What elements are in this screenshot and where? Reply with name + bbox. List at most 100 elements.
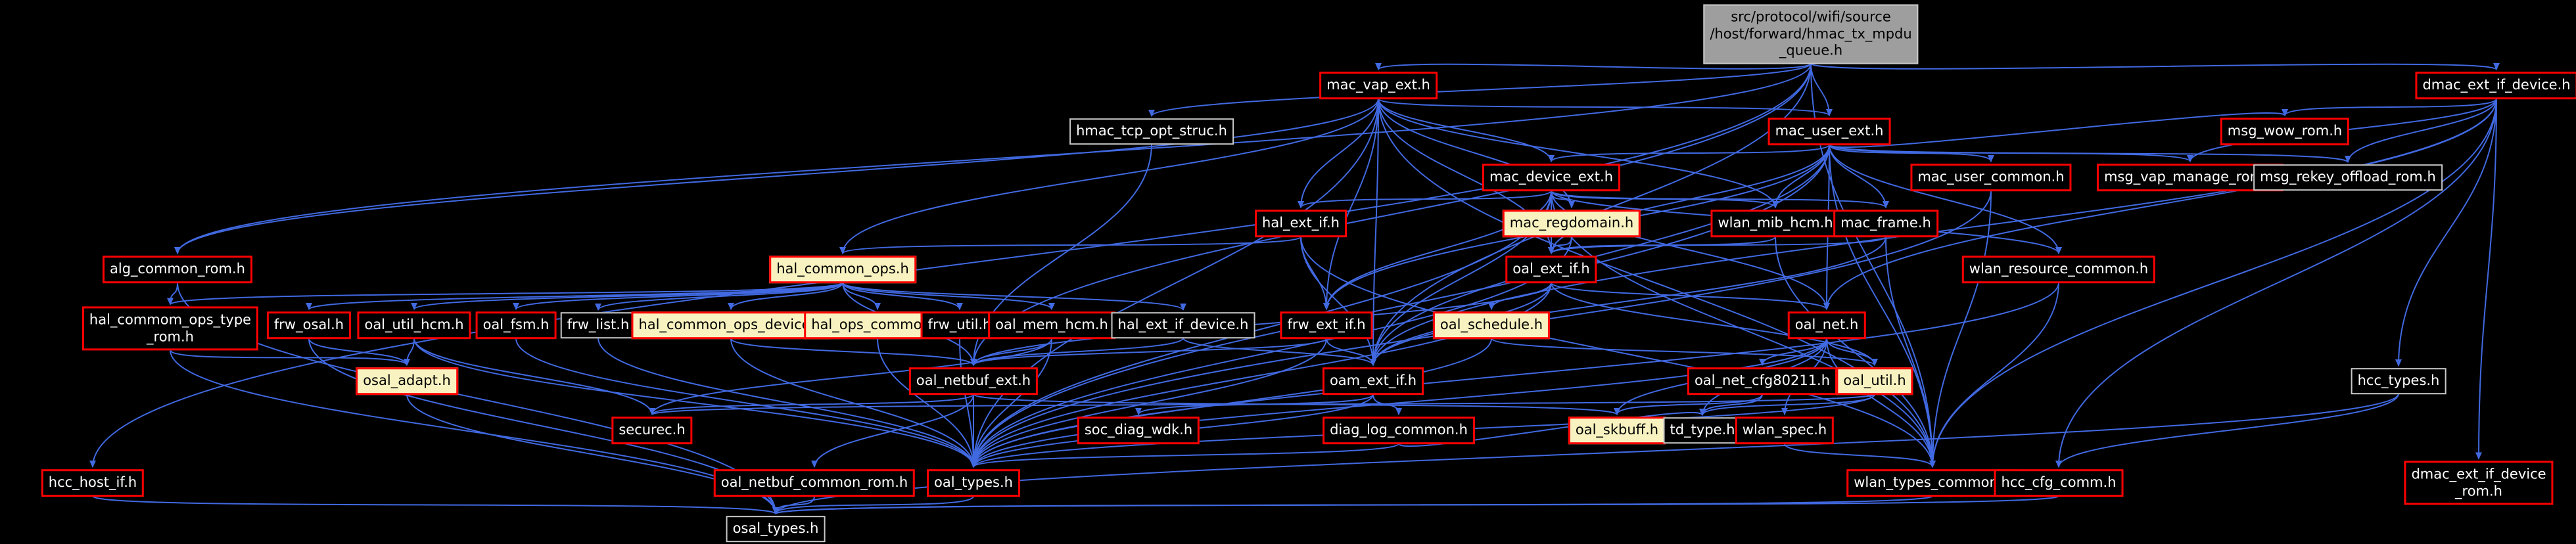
edge-diag_log_common--oal_types [970,443,1399,468]
graph-node-alg_common_rom[interactable]: alg_common_rom.h [103,256,252,283]
edge-hal_ext_if--frw_ext_if [1300,236,1330,310]
edge-mac_device_ext--frw_ext_if [1323,190,1552,310]
edge-dmac_ext_if_device--hcc_types [2395,98,2497,367]
edge-root--oal_netbuf_ext [970,63,1812,366]
graph-node-mac_regdomain[interactable]: mac_regdomain.h [1502,210,1641,237]
edge-mac_vap_ext--oal_types [970,98,1379,468]
graph-node-oal_net_cfg80211[interactable]: oal_net_cfg80211.h [1687,367,1838,395]
graph-node-mac_frame[interactable]: mac_frame.h [1833,210,1938,237]
edge-mac_user_ext--mac_user_common [1829,144,1994,162]
edge-hcc_types--hcc_cfg_comm [2055,393,2399,468]
graph-node-wlan_types_common[interactable]: wlan_types_common.h [1846,469,2019,497]
graph-node-hal_common_ops_device[interactable]: hal_common_ops_device.h [631,311,831,339]
graph-node-hal_commom_ops_type_rom[interactable]: hal_commom_ops_type _rom.h [82,306,259,351]
graph-node-hcc_types[interactable]: hcc_types.h [2351,368,2447,394]
edge-hal_common_ops--oal_util_hcm [411,282,843,310]
graph-node-td_type[interactable]: td_type.h [1663,417,1742,443]
graph-node-hcc_cfg_comm[interactable]: hcc_cfg_comm.h [1994,469,2124,497]
graph-node-msg_vap_manage_rom[interactable]: msg_vap_manage_rom.h [2096,164,2284,191]
edge-hal_common_ops_device--oal_netbuf_ext [730,338,977,366]
graph-node-osal_adapt[interactable]: osal_adapt.h [356,367,458,395]
edge-hal_ext_if--wlan_types_common [1300,236,1936,468]
edge-root--dmac_ext_if_device [1810,62,2500,70]
graph-node-wlan_spec[interactable]: wlan_spec.h [1735,417,1835,444]
edge-mac_user_ext--mac_device_ext [1548,144,1830,162]
graph-node-frw_util[interactable]: frw_util.h [920,311,999,339]
graph-node-frw_list[interactable]: frw_list.h [560,312,636,338]
graph-node-oal_skbuff[interactable]: oal_skbuff.h [1568,417,1666,444]
edge-oal_util_hcm--osal_adapt [404,338,415,366]
graph-node-mac_vap_ext[interactable]: mac_vap_ext.h [1319,72,1438,99]
graph-node-hal_ext_if[interactable]: hal_ext_if.h [1255,210,1347,237]
edge-hal_ext_if_device--oal_netbuf_ext [970,337,1184,366]
graph-node-dmac_ext_if_device[interactable]: dmac_ext_if_device.h [2415,72,2576,99]
edge-oal_ext_if--oal_net [1551,282,1830,310]
edge-oal_net--oal_types [970,338,1827,468]
graph-node-frw_osal[interactable]: frw_osal.h [266,311,352,339]
edge-oal_mem_hcm--securec [649,338,1052,415]
edge-hcc_host_if--osal_types [92,495,779,514]
edge-hal_common_ops--frw_osal [306,282,843,310]
edge-root--hmac_tcp_opt_struc [1148,62,1812,117]
graph-node-oal_netbuf_ext[interactable]: oal_netbuf_ext.h [908,367,1039,395]
edge-hal_commom_ops_type_rom--osal_adapt [170,349,410,366]
graph-node-hal_ext_if_device[interactable]: hal_ext_if_device.h [1111,312,1255,338]
graph-node-oal_fsm[interactable]: oal_fsm.h [475,311,557,339]
edge-oal_net--wlan_types_common [1826,338,1936,468]
edge-hal_common_ops--frw_list [595,282,843,311]
edge-mac_vap_ext--wlan_mib_hcm [1378,98,1779,208]
graph-node-oal_netbuf_common_rom[interactable]: oal_netbuf_common_rom.h [713,469,916,497]
graph-node-oal_util_hcm[interactable]: oal_util_hcm.h [357,311,471,339]
graph-node-osal_types[interactable]: osal_types.h [726,516,826,542]
graph-node-frw_ext_if[interactable]: frw_ext_if.h [1280,311,1373,339]
edge-oal_schedule--oal_util [1491,338,1878,366]
graph-node-mac_device_ext[interactable]: mac_device_ext.h [1482,164,1621,191]
edge-wlan_spec--wlan_types_common [1784,443,1936,468]
edge-oal_schedule--oal_types [970,338,1492,468]
edge-hal_ops_common--oal_types [877,338,977,468]
graph-node-soc_diag_wdk[interactable]: soc_diag_wdk.h [1077,417,1200,444]
graph-node-msg_wow_rom[interactable]: msg_wow_rom.h [2220,118,2350,145]
graph-node-hal_common_ops[interactable]: hal_common_ops.h [769,256,916,283]
graph-node-oam_ext_if[interactable]: oam_ext_if.h [1322,367,1424,395]
edge-mac_user_ext--oam_ext_if [1370,144,1830,366]
graph-node-diag_log_common[interactable]: diag_log_common.h [1323,417,1475,444]
graph-node-hmac_tcp_opt_struc[interactable]: hmac_tcp_opt_struc.h [1069,118,1234,145]
graph-node-mac_user_common[interactable]: mac_user_common.h [1910,164,2072,191]
graph-node-oal_mem_hcm[interactable]: oal_mem_hcm.h [988,311,1115,339]
graph-node-mac_user_ext[interactable]: mac_user_ext.h [1768,118,1891,145]
graph-node-wlan_resource_common[interactable]: wlan_resource_common.h [1961,256,2156,283]
edge-oal_mem_hcm--oal_types [970,338,1052,468]
graph-node-oal_util[interactable]: oal_util.h [1836,367,1913,395]
edge-hal_common_ops--oal_fsm [513,282,843,310]
edge-mac_frame--wlan_types_common [1885,236,1936,468]
edge-oal_util--securec [649,394,1875,415]
graph-node-dmac_ext_if_device_rom[interactable]: dmac_ext_if_device _rom.h [2404,461,2554,505]
edge-wlan_resource_common--wlan_types_common [1929,282,2059,468]
edge-frw_osal--osal_adapt [308,338,410,366]
edge-mac_vap_ext--mac_user_ext [1378,98,1833,116]
graph-node-securec[interactable]: securec.h [611,417,693,444]
graph-node-oal_net[interactable]: oal_net.h [1787,311,1866,339]
edge-oal_net--oal_net_cfg80211 [1759,338,1827,366]
graph-node-msg_rekey_offload_rom[interactable]: msg_rekey_offload_rom.h [2253,164,2443,191]
edge-hal_common_ops_device--oal_types [730,338,977,468]
edge-mac_device_ext--hal_ext_if [1298,190,1552,208]
edge-hal_ext_if--oam_ext_if [1300,236,1376,366]
edge-oal_net_cfg80211--td_type [1699,394,1763,416]
edge-alg_common_rom--hal_commom_ops_type_rom [167,282,178,306]
graph-node-hcc_host_if[interactable]: hcc_host_if.h [41,469,145,497]
edge-root--hcc_host_if [89,63,1812,468]
graph-node-oal_schedule[interactable]: oal_schedule.h [1432,311,1551,339]
graph-node-root: src/protocol/wifi/source /host/forward/h… [1703,4,1919,64]
edge-dmac_ext_if_device--msg_wow_rom [2282,98,2497,116]
graph-node-wlan_mib_hcm[interactable]: wlan_mib_hcm.h [1710,210,1840,237]
graph-node-oal_ext_if[interactable]: oal_ext_if.h [1505,256,1597,283]
edge-hal_common_ops--hal_common_ops_device [728,282,843,310]
graph-node-oal_types[interactable]: oal_types.h [927,469,1020,497]
edge-dmac_ext_if_device--dmac_ext_if_device_rom [2475,98,2497,460]
edge-mac_user_ext--wlan_resource_common [1829,144,2062,254]
edge-frw_osal--osal_types [308,338,779,514]
